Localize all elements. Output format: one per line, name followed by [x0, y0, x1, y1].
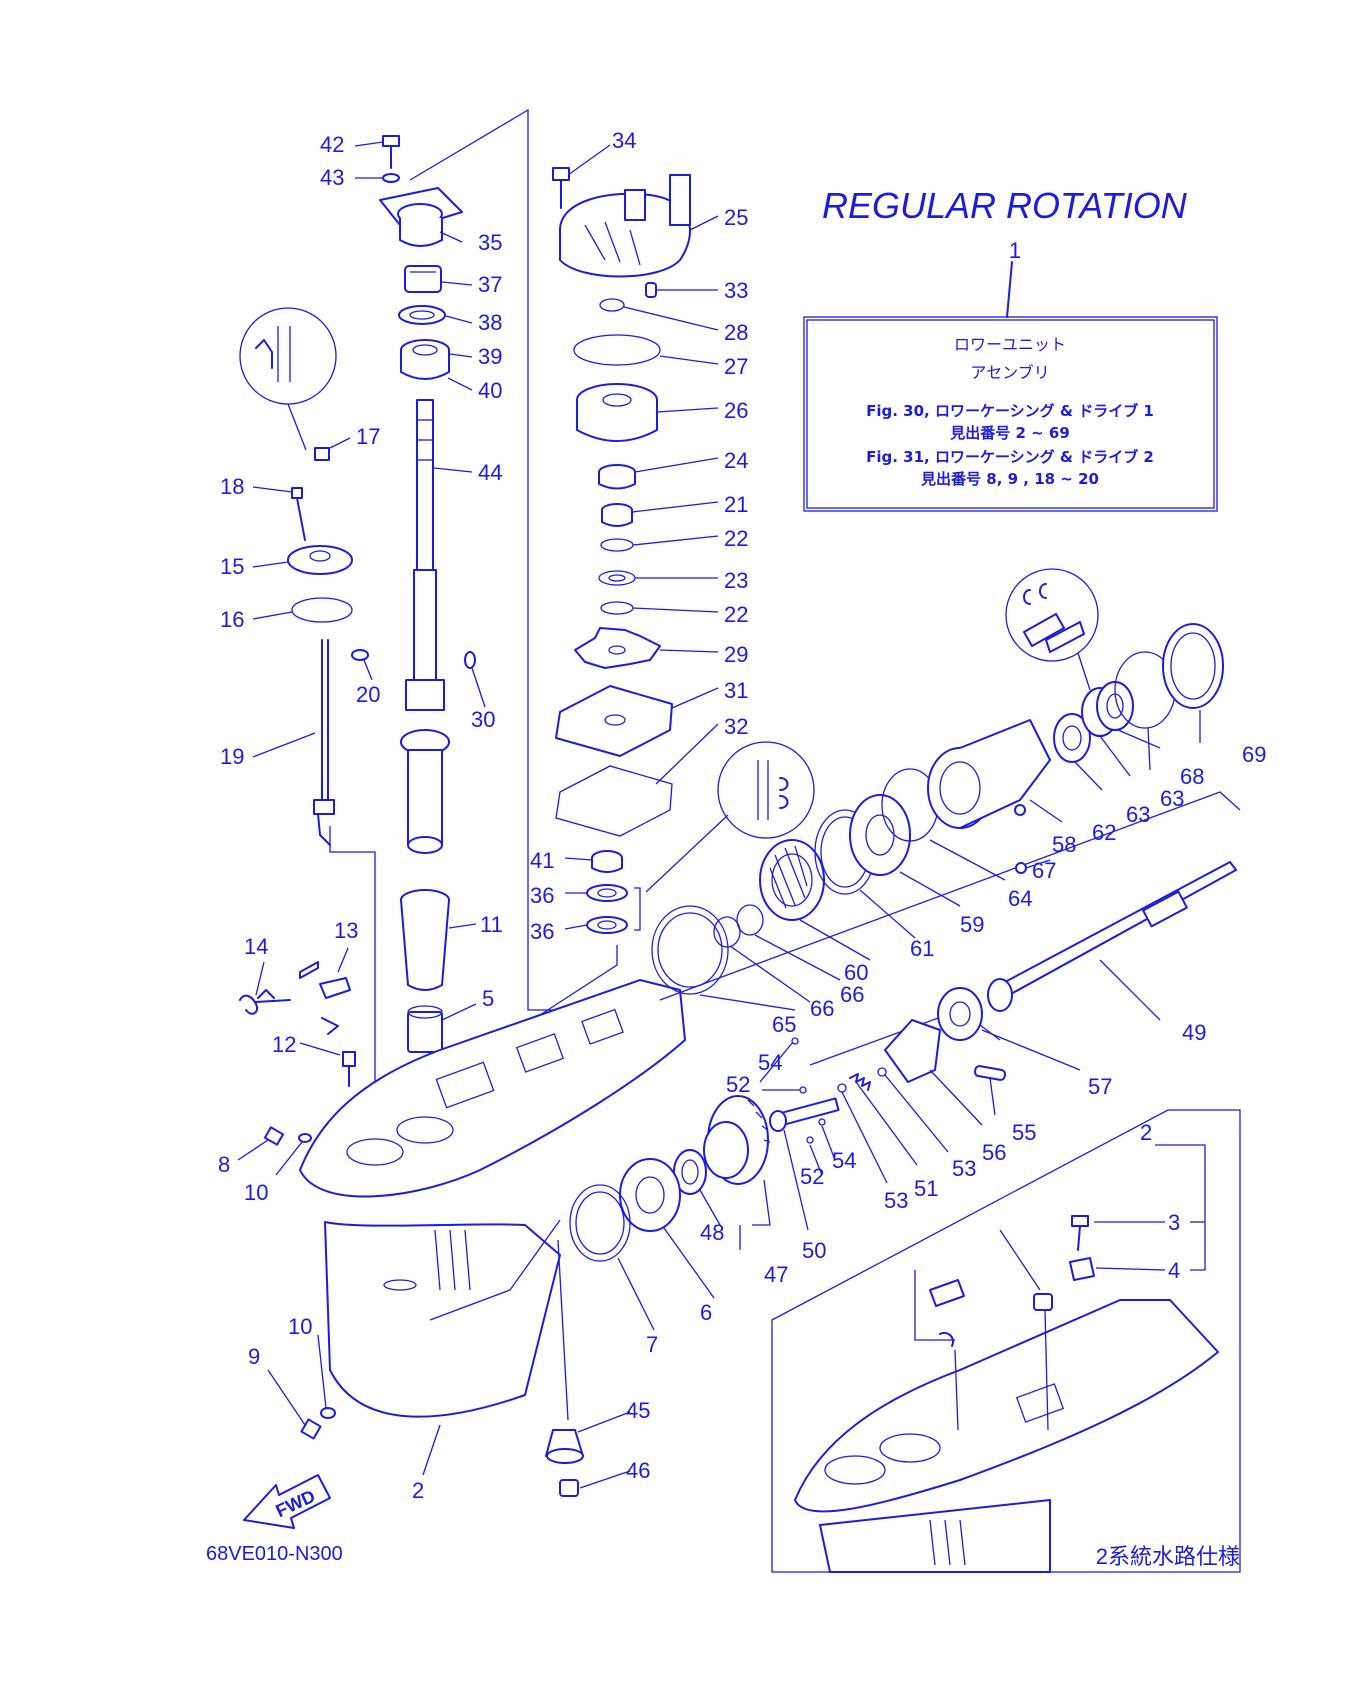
propeller-shaft-group: [545, 568, 1241, 1497]
part-label: 67: [1032, 858, 1056, 883]
part-label: 15: [220, 554, 244, 579]
info-box-line2: アセンブリ: [970, 363, 1049, 382]
part-label: 8: [218, 1152, 230, 1177]
info-box-ref: 1: [1009, 238, 1021, 263]
part-label: 6: [700, 1300, 712, 1325]
part-label: 31: [724, 678, 748, 703]
part-label: 13: [334, 918, 358, 943]
part-label: 28: [724, 320, 748, 345]
diagram-code: 68VE010-N300: [206, 1543, 343, 1565]
part-label: 38: [478, 310, 502, 335]
part-label: 58: [1052, 832, 1076, 857]
part-label: 32: [724, 714, 748, 739]
part-label: 4: [1168, 1258, 1180, 1283]
part-label: 50: [802, 1238, 826, 1263]
part-label: 22: [724, 526, 748, 551]
info-box-line4: 見出番号 2 ~ 69: [949, 424, 1070, 442]
part-label: 48: [700, 1220, 724, 1245]
part-label: 23: [724, 568, 748, 593]
part-label: 18: [220, 474, 244, 499]
part-label: 65: [772, 1012, 796, 1037]
part-label: 39: [478, 344, 502, 369]
part-label: 36: [530, 883, 554, 908]
water-pump-group: [539, 167, 815, 1016]
part-label: 47: [764, 1262, 788, 1287]
part-label: 34: [612, 128, 636, 153]
part-label: 7: [646, 1332, 658, 1357]
part-label: 35: [478, 230, 502, 255]
part-label: 54: [758, 1050, 782, 1075]
info-box-line1: ロワーユニット: [954, 335, 1066, 354]
part-label: 59: [960, 912, 984, 937]
part-label: 20: [356, 682, 380, 707]
part-label: 26: [724, 398, 748, 423]
part-label: 2: [1140, 1120, 1152, 1145]
info-box-line6: 見出番号 8, 9 , 18 ~ 20: [920, 470, 1099, 488]
part-label: 5: [482, 986, 494, 1011]
part-label: 69: [1242, 742, 1266, 767]
part-label: 30: [471, 707, 495, 732]
part-label: 9: [248, 1344, 260, 1369]
part-label: 53: [884, 1188, 908, 1213]
part-label: 36: [530, 919, 554, 944]
part-label: 62: [1092, 820, 1116, 845]
part-label: 56: [982, 1140, 1006, 1165]
part-label: 11: [480, 912, 503, 937]
part-label: 64: [1008, 886, 1032, 911]
part-label: 68: [1180, 764, 1204, 789]
part-label: 3: [1168, 1210, 1180, 1235]
part-label: 17: [356, 424, 380, 449]
drive-shaft-group: [239, 108, 570, 1140]
part-label: 19: [220, 744, 244, 769]
part-label: 42: [320, 132, 344, 157]
part-label: 54: [832, 1148, 856, 1173]
part-label: 22: [724, 602, 748, 627]
part-label: 37: [478, 272, 502, 297]
part-label: 55: [1012, 1120, 1036, 1145]
part-label: 12: [272, 1032, 296, 1057]
part-label: 21: [724, 492, 748, 517]
part-label: 10: [244, 1180, 268, 1205]
part-label: 61: [910, 936, 934, 961]
part-label: 66: [810, 996, 834, 1021]
part-label: 29: [724, 642, 748, 667]
part-label: 43: [320, 165, 344, 190]
part-label: 60: [844, 960, 868, 985]
diagram-title: REGULAR ROTATION: [822, 185, 1188, 226]
part-label: 63: [1160, 786, 1184, 811]
part-label: 27: [724, 354, 748, 379]
part-label: 33: [724, 278, 748, 303]
info-box: [803, 316, 1218, 512]
info-box-line3: Fig. 30, ロワーケーシング & ドライブ 1: [866, 402, 1154, 420]
part-label: 41: [530, 848, 554, 873]
inset-caption: 2系統水路仕様: [1096, 1544, 1240, 1569]
part-label: 10: [288, 1314, 312, 1339]
part-label: 49: [1182, 1020, 1206, 1045]
inset-two-water-passage: 2系統水路仕様: [771, 1109, 1241, 1573]
part-label: 14: [244, 934, 268, 959]
part-label: 51: [914, 1176, 938, 1201]
leader-lines: [237, 141, 1201, 1489]
part-label: 53: [952, 1156, 976, 1181]
part-label: 44: [478, 460, 502, 485]
part-label: 52: [800, 1164, 824, 1189]
part-label: 2: [412, 1478, 424, 1503]
part-label: 16: [220, 607, 244, 632]
lower-casing: FWD: [243, 979, 686, 1529]
part-label: 52: [726, 1072, 750, 1097]
part-label: 24: [724, 448, 748, 473]
info-box-line5: Fig. 31, ロワーケーシング & ドライブ 2: [866, 448, 1154, 466]
part-label: 66: [840, 982, 864, 1007]
part-number-labels: 42 43 35 37 38 39 40 44 17 18 15 16 19 2…: [218, 128, 1266, 1503]
part-label: 40: [478, 378, 502, 403]
part-label: 57: [1088, 1074, 1112, 1099]
part-label: 45: [626, 1398, 650, 1423]
part-label: 46: [626, 1458, 650, 1483]
part-label: 25: [724, 205, 748, 230]
part-label: 63: [1126, 802, 1150, 827]
